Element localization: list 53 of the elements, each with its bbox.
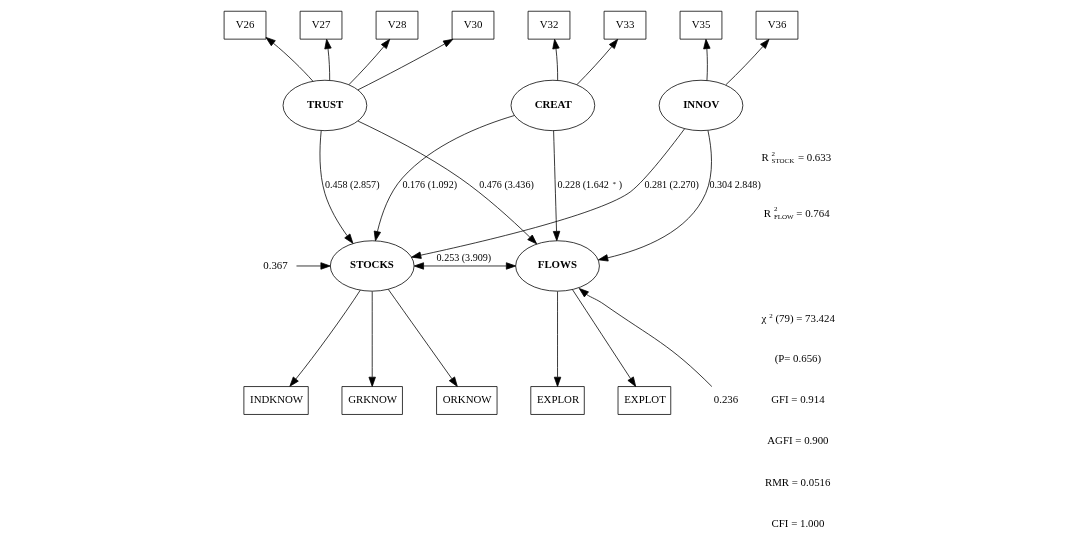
arrow — [413, 262, 517, 270]
arrow — [296, 262, 331, 270]
node-box: V27 — [299, 10, 343, 40]
node-box: V26 — [223, 10, 267, 40]
node-box: EXPLOR — [530, 386, 585, 415]
node-box: V30 — [451, 10, 495, 40]
arrow — [553, 291, 562, 387]
node-box: V28 — [375, 10, 419, 40]
node-ellipse: STOCKS — [329, 240, 415, 292]
node-ellipse: INNOV — [658, 79, 744, 132]
node-box: ORKNOW — [436, 386, 498, 415]
arrow — [552, 130, 561, 242]
node-ellipse: CREAT — [510, 79, 596, 132]
arrow — [265, 37, 314, 82]
edge-label: 0.476 (3.436) — [479, 179, 534, 191]
edge-label: 0.281 (2.270) — [644, 179, 699, 191]
node-box: GRKNOW — [341, 386, 403, 415]
arrow — [411, 128, 685, 259]
arrow — [357, 120, 538, 245]
arrow — [289, 289, 361, 387]
node-text: 0.236 — [713, 393, 739, 406]
arrow — [348, 38, 391, 86]
arrow — [703, 38, 711, 81]
arrow — [357, 38, 454, 91]
node-box: V35 — [679, 10, 723, 40]
label: RMR = 0.0516 — [764, 475, 831, 488]
arrow — [319, 130, 354, 244]
node-ellipse: TRUST — [282, 79, 368, 132]
edge-label: 0.304 2.848) — [709, 179, 761, 191]
edge-label: 0.176 (1.092) — [402, 179, 458, 191]
node-box: V33 — [603, 10, 647, 40]
node-text: 0.367 — [263, 258, 288, 271]
arrow — [373, 115, 515, 242]
arrow — [368, 291, 376, 387]
label: AGFI = 0.900 — [767, 434, 829, 447]
arrow — [324, 38, 332, 81]
arrow — [387, 288, 458, 387]
label: GFI = 0.914 — [771, 393, 825, 406]
edge-label: 0.253 (3.909) — [436, 251, 492, 263]
label: CFI = 1.000 — [771, 516, 825, 529]
node-box: V36 — [755, 10, 799, 40]
node-box: V32 — [527, 10, 571, 40]
edge-label: 0.458 (2.857) — [324, 179, 380, 191]
arrow — [552, 38, 560, 81]
arrow — [572, 289, 637, 387]
node-box: INDKNOW — [243, 386, 309, 415]
node-ellipse: FLOWS — [515, 240, 600, 292]
arrow — [578, 288, 713, 387]
arrow — [725, 38, 770, 86]
arrow — [598, 130, 712, 262]
node-box: EXPLOT — [617, 386, 672, 415]
arrow — [576, 38, 619, 86]
label: (P= 0.656) — [774, 352, 822, 365]
